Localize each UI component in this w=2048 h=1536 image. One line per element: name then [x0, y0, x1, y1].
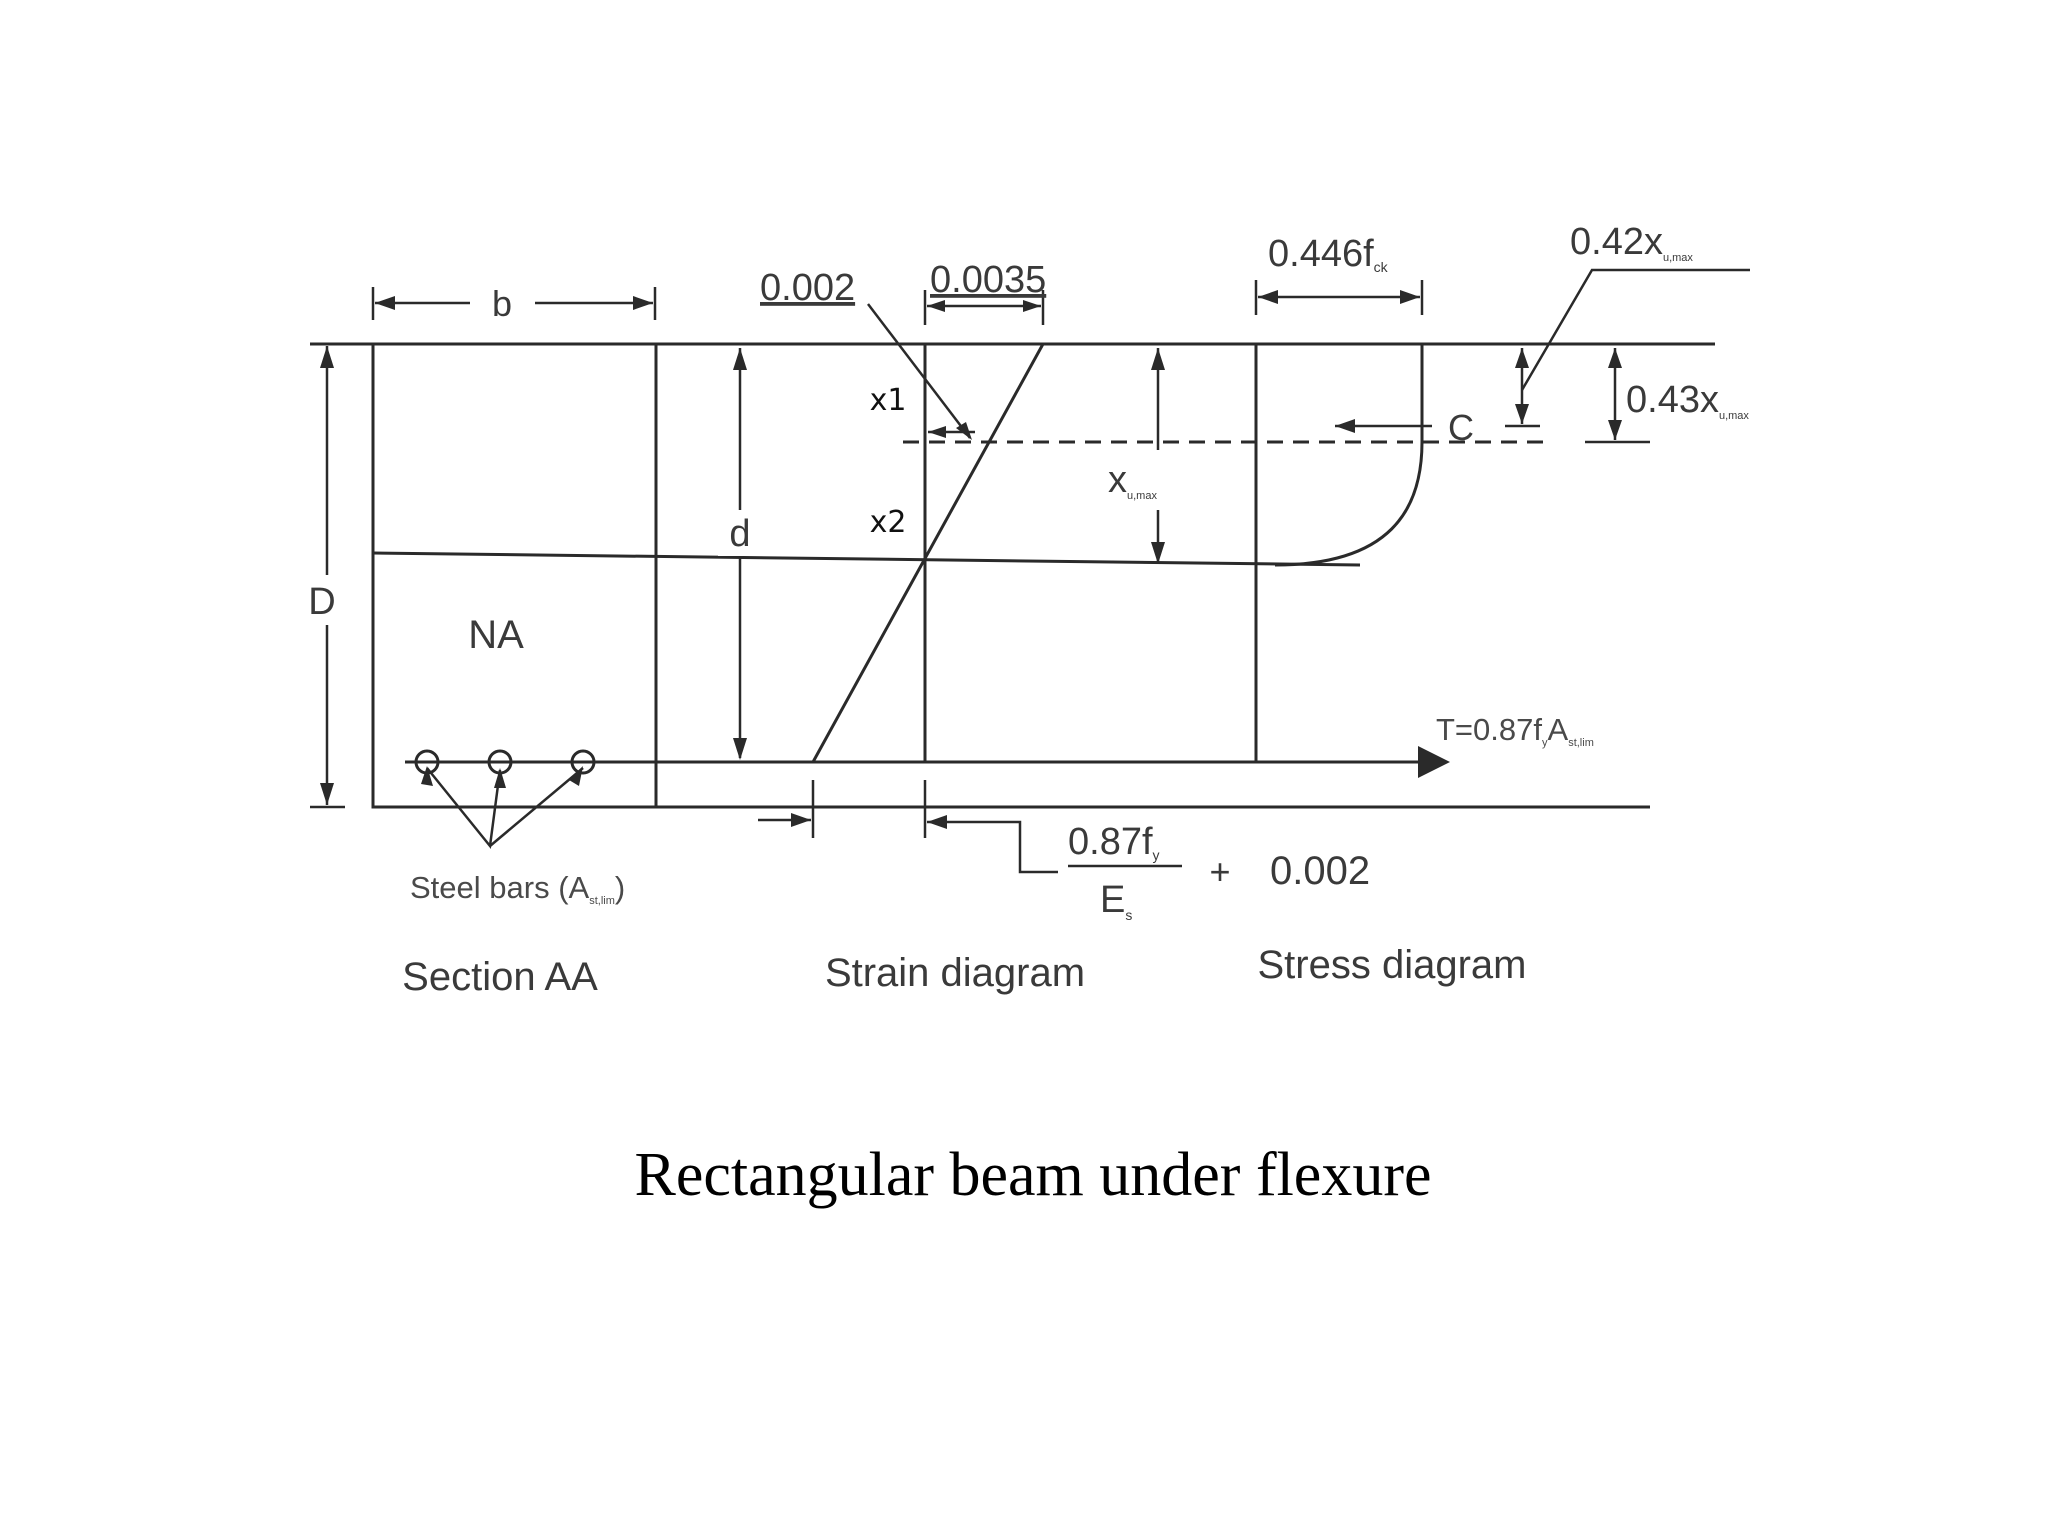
D-label: D: [308, 581, 335, 623]
strain-diagram: 0.0035 0.002 x1 x2 0.87fy Es + 0.002: [758, 259, 1545, 923]
strain-top-label: 0.0035: [930, 259, 1046, 301]
tension-label: T=0.87fyAst,lim: [1436, 712, 1594, 749]
compression-label: C: [1448, 407, 1474, 448]
x2-label: x2: [870, 505, 907, 540]
d-label: d: [729, 513, 750, 555]
equivalent-depth-label: 0.43xu,max: [1626, 379, 1749, 422]
b-label: b: [492, 283, 512, 324]
na-label: NA: [468, 613, 524, 657]
figure-caption: Rectangular beam under flexure: [634, 1141, 1431, 1209]
steel-bars-label: Steel bars (Ast,lim): [410, 870, 625, 907]
steel-bar-leader: [489, 767, 584, 847]
steel-strain-addend: 0.002: [1270, 849, 1370, 893]
plus-sign: +: [1209, 851, 1230, 892]
xu-max-label: xu,max: [1108, 459, 1157, 502]
lever-arm-leader: [1520, 268, 1750, 391]
section-outline: [371, 342, 658, 809]
strain-yield-leader: [867, 303, 971, 439]
stress-diagram: xu,max 0.446fck C 0.42xu,max: [1100, 221, 1750, 778]
steel-strain-dimension: [927, 820, 1058, 874]
stress-diagram-title: Stress diagram: [1258, 943, 1527, 987]
strain-yield-label: 0.002: [760, 267, 855, 309]
strain-diagram-title: Strain diagram: [825, 951, 1085, 995]
x1-label: x1: [870, 383, 907, 418]
strain-profile-line: [811, 343, 1045, 763]
cross-section: b D d NA Steel bars (Ast,lim): [300, 283, 1715, 907]
lever-arm-label: 0.42xu,max: [1570, 221, 1693, 264]
stress-top-label: 0.446fck: [1268, 233, 1389, 275]
steel-strain-numerator: 0.87fy: [1068, 821, 1160, 863]
section-title: Section AA: [402, 955, 598, 999]
neutral-axis-line: [372, 551, 1361, 567]
steel-strain-denominator: Es: [1100, 879, 1132, 923]
stress-block-curve: [1274, 344, 1424, 567]
steel-bar: [570, 749, 596, 775]
